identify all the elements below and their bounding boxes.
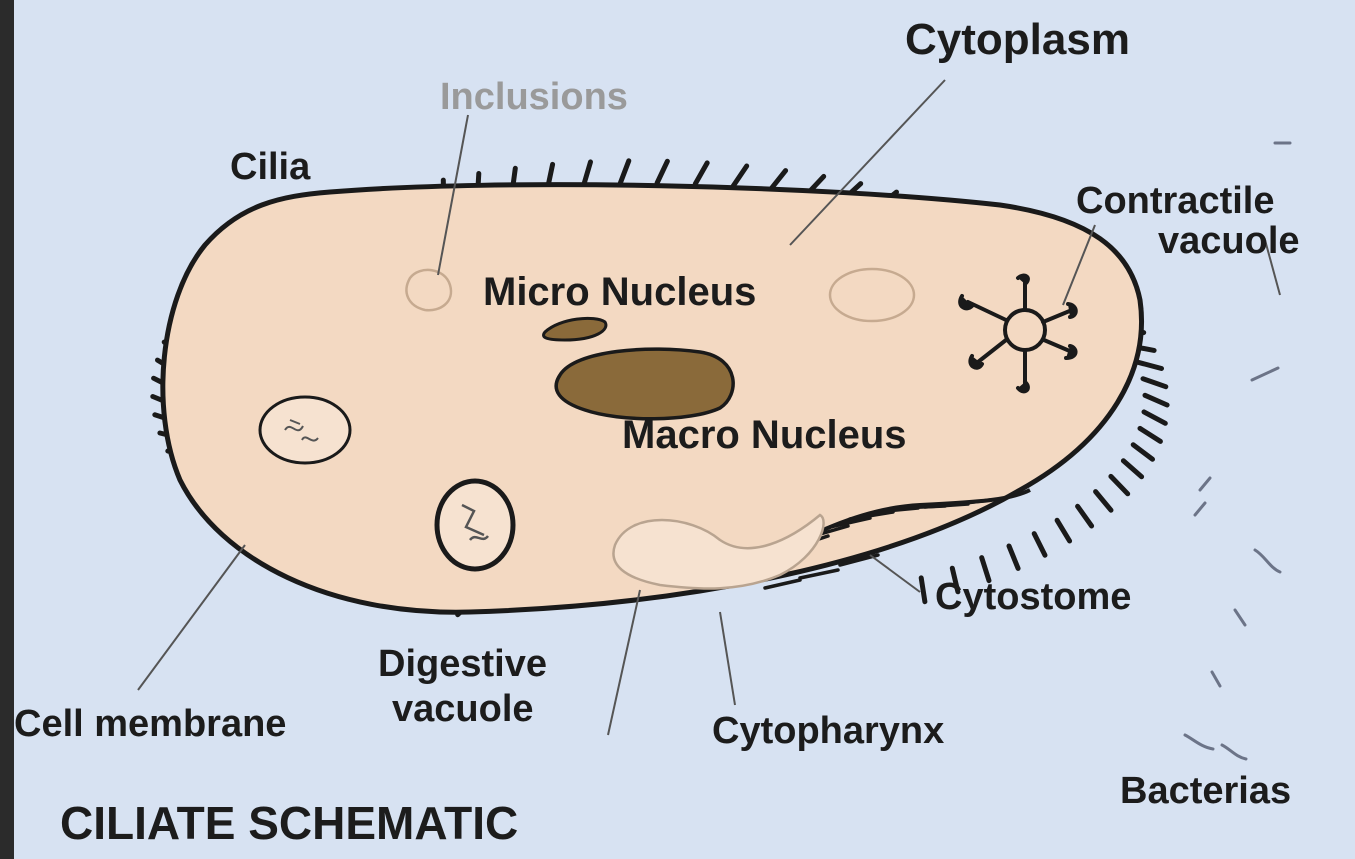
- contractile-vacuole-label-line2: vacuole: [1158, 222, 1300, 260]
- cilium: [1034, 534, 1045, 556]
- cilium: [1145, 395, 1167, 405]
- cytopharynx-label: Cytopharynx: [712, 712, 944, 750]
- inclusions-label: Inclusions: [440, 78, 628, 116]
- bacterias-label: Bacterias: [1120, 772, 1291, 810]
- macro-nucleus-label: Macro Nucleus: [622, 415, 907, 455]
- cilia-label: Cilia: [230, 148, 310, 186]
- cilium: [1123, 461, 1141, 477]
- cilium: [1111, 476, 1128, 493]
- cilium: [1138, 362, 1161, 368]
- cilium: [921, 578, 925, 602]
- macro-nucleus: [556, 349, 733, 419]
- cilium: [1144, 412, 1165, 423]
- food-vacuole-2: [437, 481, 513, 569]
- digestive-vacuole-label-line1: Digestive: [378, 645, 547, 683]
- digestive-vacuole-label-line2: vacuole: [392, 690, 534, 728]
- contractile-vacuole-label-line1: Contractile: [1076, 182, 1274, 220]
- cilium: [733, 166, 747, 186]
- cytoplasm-label: Cytoplasm: [905, 18, 1130, 62]
- cilium: [1133, 445, 1152, 460]
- cilium: [584, 162, 591, 185]
- cilium: [1009, 546, 1018, 568]
- cell-membrane-label: Cell membrane: [14, 705, 286, 743]
- diagram-title: CILIATE SCHEMATIC: [60, 800, 518, 846]
- micro-nucleus-label: Micro Nucleus: [483, 272, 756, 312]
- cilium: [1140, 428, 1160, 441]
- cilium: [1057, 520, 1070, 541]
- cilium: [1096, 492, 1111, 511]
- food-vacuole-1: [260, 397, 350, 463]
- cilium: [1143, 379, 1166, 387]
- cilium: [657, 161, 667, 183]
- cilium: [1078, 506, 1092, 526]
- cytostome-label: Cytostome: [935, 578, 1131, 616]
- cilium: [620, 161, 629, 184]
- cilium: [695, 163, 707, 184]
